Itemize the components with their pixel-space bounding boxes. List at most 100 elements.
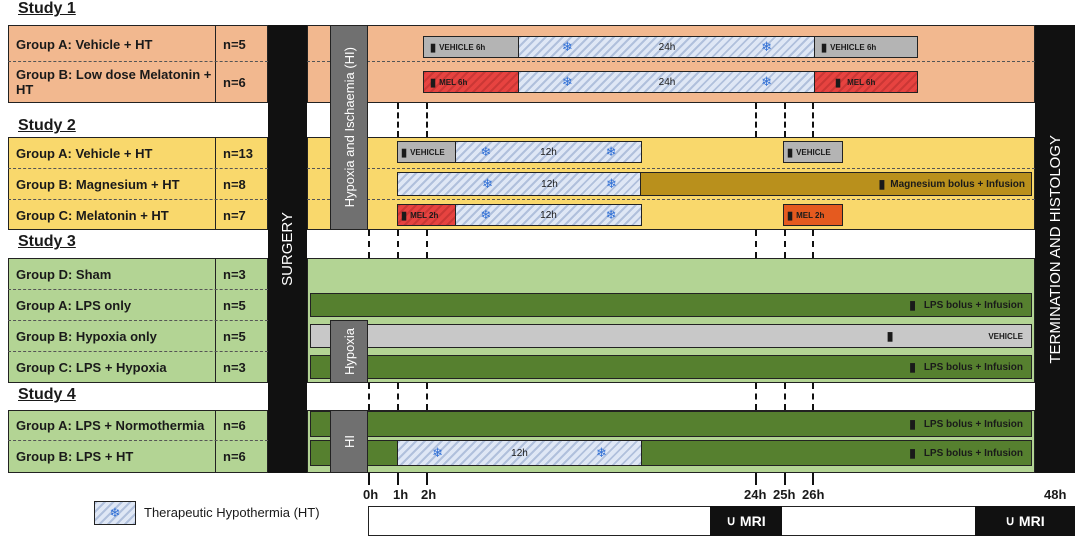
snowflake-icon: ❄	[109, 505, 121, 520]
bar-label: MEL 2h	[796, 210, 825, 220]
bar-label: 24h	[658, 41, 676, 53]
time-marker-25h	[784, 230, 786, 258]
termination-label: TERMINATION AND HISTOLOGY	[1046, 134, 1064, 364]
tick-48h: 48h	[1044, 487, 1067, 502]
hi-band: HI	[330, 410, 368, 473]
time-marker-2h	[426, 230, 428, 258]
syringe-icon: ▮	[430, 41, 437, 54]
study-4-title: Study 4	[18, 386, 76, 403]
study-2-title: Study 2	[18, 117, 76, 134]
time-marker-26h	[812, 473, 814, 485]
syringe-icon: ▮	[909, 298, 916, 312]
tick-0h: 0h	[363, 487, 379, 502]
syringe-icon: ▮	[835, 76, 842, 89]
hypothermia-12h-bar: ❄ 12h ❄	[455, 204, 642, 226]
group-label: Group C: Melatonin + HT	[16, 207, 169, 223]
group-label: Group A: LPS + Normothermia	[16, 418, 205, 433]
group-label: Group A: Vehicle + HT	[16, 145, 153, 161]
melatonin-2h-bar: ▮MEL 2h	[783, 204, 843, 226]
bar-label: LPS bolus + Infusion	[923, 418, 1023, 430]
study-1-title: Study 1	[18, 0, 76, 17]
syringe-icon: ▮	[787, 209, 794, 222]
time-marker-1h	[397, 230, 399, 258]
syringe-icon: ▮	[401, 209, 408, 222]
bar-label: 12h	[511, 447, 528, 459]
vehicle-infusion-bar: ▮ VEHICLE	[310, 324, 1032, 348]
group-n: n=7	[223, 207, 246, 223]
group-n: n=3	[223, 266, 246, 282]
group-label: Group C: LPS + Hypoxia	[16, 359, 167, 375]
bar-label: 12h	[541, 178, 558, 190]
column-divider	[215, 410, 216, 473]
bar-label: LPS bolus + Infusion	[923, 299, 1023, 311]
group-label: Group B: Low dose Melatonin + HT	[16, 67, 212, 97]
tick-1h: 1h	[393, 487, 409, 502]
melatonin-2h-bar: ▮MEL 2h	[397, 204, 457, 226]
hypoxia-band: Hypoxia	[330, 320, 368, 383]
hypothermia-12h-bar: ❄ 12h ❄	[397, 440, 642, 466]
study-4-label-block	[8, 410, 268, 473]
snowflake-icon: ❄	[595, 445, 607, 460]
time-marker-25h	[784, 103, 786, 137]
legend-label: Therapeutic Hypothermia (HT)	[144, 505, 320, 520]
hypothermia-12h-bar: ❄ 12h ❄	[397, 172, 642, 196]
bar-label: VEHICLE 6h	[830, 42, 877, 52]
tick-26h: 26h	[802, 487, 825, 502]
row-divider	[307, 199, 1035, 200]
row-divider	[8, 351, 268, 352]
snowflake-icon: ❄	[761, 74, 773, 89]
snowflake-icon: ❄	[561, 74, 573, 89]
mri-block: ∪MRI	[710, 506, 782, 536]
syringe-icon: ▮	[430, 76, 437, 89]
column-divider	[215, 25, 216, 103]
snowflake-icon: ❄	[761, 39, 773, 54]
snowflake-icon: ❄	[605, 207, 617, 222]
tick-25h: 25h	[773, 487, 796, 502]
bar-label: MEL 6h	[847, 77, 876, 87]
syringe-icon: ▮	[886, 329, 894, 343]
melatonin-6h-bar: ▮ MEL 6h	[814, 71, 918, 93]
group-n: n=3	[223, 359, 246, 375]
time-marker-26h	[812, 230, 814, 258]
hypothermia-24h-bar: ❄ 24h ❄	[518, 36, 816, 58]
time-marker-2h	[426, 383, 428, 410]
legend-hypothermia-swatch: ❄	[94, 501, 136, 525]
tick-2h: 2h	[421, 487, 437, 502]
magnesium-infusion-bar: ▮Magnesium bolus + Infusion	[640, 172, 1032, 196]
bar-label: VEHICLE	[988, 331, 1023, 341]
time-marker-25h	[784, 473, 786, 485]
bar-label: MEL 2h	[410, 210, 439, 220]
mri-label: MRI	[739, 513, 766, 529]
time-marker-26h	[812, 383, 814, 410]
bar-label: LPS bolus + Infusion	[923, 447, 1023, 459]
snowflake-icon: ❄	[605, 144, 617, 159]
group-n: n=5	[223, 36, 246, 52]
row-divider	[8, 289, 268, 290]
time-marker-0h	[368, 383, 370, 410]
vehicle-6h-bar: ▮VEHICLE 6h	[814, 36, 918, 58]
syringe-icon: ▮	[878, 177, 886, 191]
bar-label: 12h	[540, 209, 557, 221]
row-divider	[8, 199, 268, 200]
time-marker-2h	[426, 473, 428, 485]
snowflake-icon: ❄	[605, 176, 617, 191]
row-divider	[8, 440, 268, 441]
snowflake-icon: ❄	[480, 144, 492, 159]
hypoxia-ischaemia-band: Hypoxia and Ischaemia (HI)	[330, 25, 368, 230]
syringe-icon: ▮	[821, 41, 828, 54]
time-marker-24h	[755, 473, 757, 485]
snowflake-icon: ❄	[561, 39, 573, 54]
bar-label: VEHICLE	[796, 147, 831, 157]
hi-short-label: HI	[341, 435, 357, 448]
syringe-icon: ▮	[909, 417, 916, 431]
group-label: Group D: Sham	[16, 266, 112, 282]
termination-band: TERMINATION AND HISTOLOGY	[1035, 25, 1075, 473]
group-label: Group A: LPS only	[16, 297, 132, 313]
syringe-icon: ▮	[401, 146, 408, 159]
group-n: n=6	[223, 74, 246, 90]
row-divider	[307, 168, 1035, 169]
group-n: n=5	[223, 297, 246, 313]
bar-label: 12h	[540, 146, 557, 158]
lps-infusion-bar: ▮LPS bolus + Infusion	[310, 355, 1032, 379]
syringe-icon: ▮	[909, 446, 916, 460]
